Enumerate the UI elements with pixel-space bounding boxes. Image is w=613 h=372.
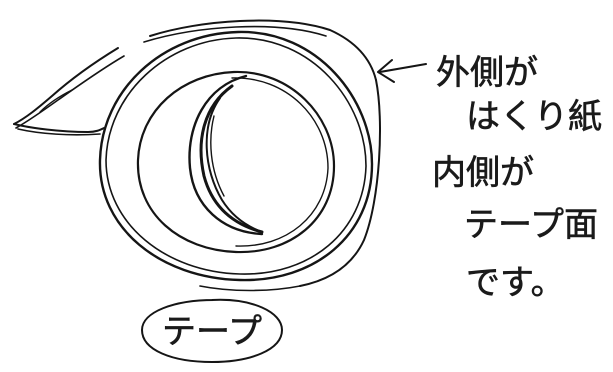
tape-outer-ring — [100, 21, 380, 291]
annotation-line-1: 外側が — [436, 53, 538, 93]
annotation-line-4: テープ面 — [464, 205, 598, 245]
caption-label: テープ — [142, 300, 282, 362]
tape-inner-core — [189, 76, 262, 234]
annotation-text: 外側が はくり紙 内側が テープ面 です。 — [432, 53, 602, 303]
annotation-line-2: はくり紙 — [466, 97, 602, 137]
annotation-line-5: です。 — [466, 263, 565, 303]
arrow-left-icon — [378, 60, 426, 82]
caption-text: テープ — [162, 312, 262, 352]
annotation-line-3: 内側が — [432, 153, 534, 193]
tape-middle-ring — [138, 72, 334, 252]
